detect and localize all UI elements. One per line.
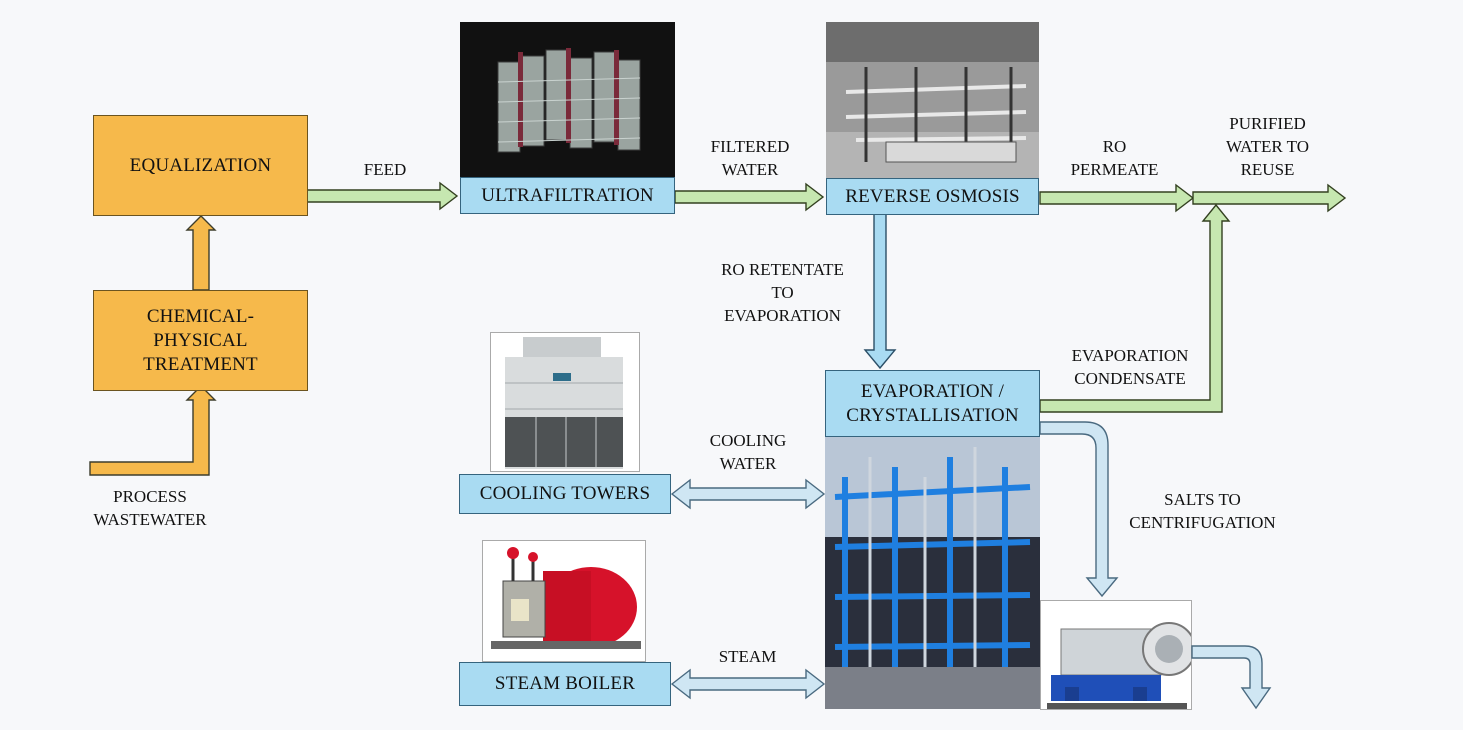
ro-permeate-label: RO PERMEATE	[1070, 137, 1159, 179]
equalization-box: EQUALIZATION	[93, 115, 308, 216]
reverse-osmosis-plant-photo	[826, 22, 1039, 184]
steam-boiler-label: STEAM BOILER	[494, 673, 636, 694]
cooling-towers-box: COOLING TOWERS	[459, 474, 671, 514]
chemical-physical-treatment-label: CHEMICAL- PHYSICAL TREATMENT	[143, 305, 258, 375]
filtered-water-arrow	[674, 182, 825, 212]
ro-retentate-label: RO RETENTATE TO EVAPORATION	[721, 260, 844, 325]
evaporation-condensate-arrow	[1039, 203, 1231, 413]
centrifuge-discharge-arrow	[1191, 645, 1272, 710]
steam-label: STEAM	[718, 647, 777, 666]
feed-label: FEED	[363, 160, 407, 179]
salts-to-centrifugation-arrow	[1039, 421, 1119, 598]
cooling-water-arrow	[670, 478, 826, 510]
reverse-osmosis-box: REVERSE OSMOSIS	[826, 178, 1039, 215]
reverse-osmosis-label: REVERSE OSMOSIS	[845, 185, 1020, 207]
ro-permeate-arrow	[1039, 183, 1195, 213]
purified-water-label: PURIFIED WATER TO REUSE	[1226, 114, 1309, 179]
evaporation-crystallisation-label: EVAPORATION / CRYSTALLISATION	[846, 380, 1019, 426]
evaporation-condensate-label: EVAPORATION CONDENSATE	[1071, 346, 1189, 388]
cooling-towers-label: COOLING TOWERS	[479, 483, 651, 504]
process-wastewater-label: PROCESS WASTEWATER	[93, 487, 207, 529]
steam-boiler-box: STEAM BOILER	[459, 662, 671, 706]
steam-boiler-photo	[482, 540, 646, 662]
evaporation-crystallisation-box: EVAPORATION / CRYSTALLISATION	[825, 370, 1040, 437]
ultrafiltration-box: ULTRAFILTRATION	[460, 177, 675, 214]
chemical-physical-treatment-box: CHEMICAL- PHYSICAL TREATMENT	[93, 290, 308, 391]
salts-to-centrifugation-label: SALTS TO CENTRIFUGATION	[1129, 490, 1276, 532]
treatment-to-equalization-arrow	[185, 215, 217, 291]
purified-water-arrow	[1192, 183, 1347, 213]
feed-arrow	[306, 181, 459, 211]
wastewater-inlet-arrow	[89, 385, 217, 476]
ultrafiltration-label: ULTRAFILTRATION	[481, 184, 654, 206]
evaporation-plant-photo	[825, 437, 1040, 709]
cooling-water-label: COOLING WATER	[709, 431, 787, 473]
cooling-tower-photo	[490, 332, 640, 472]
centrifuge-photo	[1040, 600, 1192, 710]
equalization-label: EQUALIZATION	[129, 154, 272, 176]
filtered-water-label: FILTERED WATER	[710, 137, 790, 179]
ro-retentate-arrow	[863, 213, 897, 370]
steam-arrow	[670, 668, 826, 700]
ultrafiltration-modules-photo	[460, 22, 675, 177]
